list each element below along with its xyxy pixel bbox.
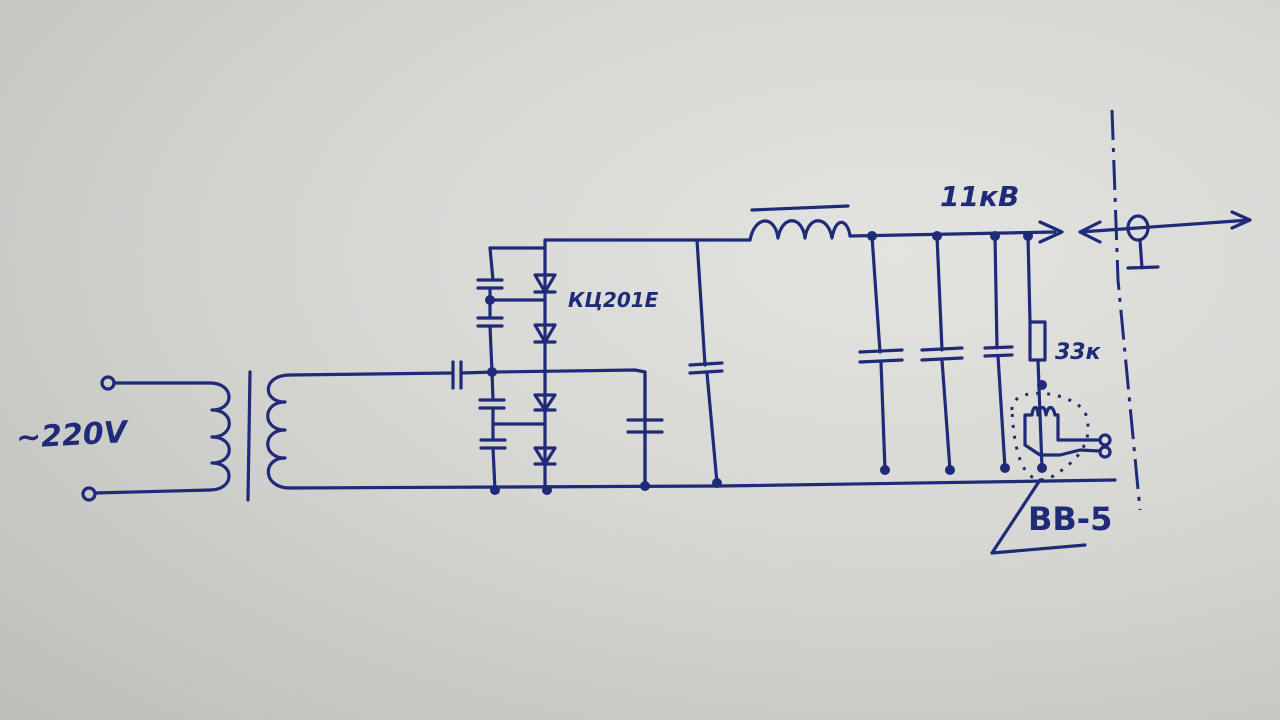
resistor-33k xyxy=(1026,234,1047,470)
junction-dots xyxy=(485,231,1047,495)
filter-stage xyxy=(543,204,1064,485)
vacuum-switch-vv5 xyxy=(990,391,1112,555)
transformer xyxy=(208,370,1117,502)
input-voltage-label: ~220V xyxy=(15,415,128,456)
resistor-label: 33к xyxy=(1055,340,1101,365)
output-capacitors xyxy=(858,234,1014,472)
output-voltage-label: 11кВ xyxy=(940,180,1020,213)
diodes xyxy=(533,273,557,466)
input-terminals xyxy=(81,375,212,502)
output-connector xyxy=(1078,109,1252,511)
switch-label: ВВ-5 xyxy=(1028,500,1113,538)
rectifier-label: КЦ201Е xyxy=(568,288,659,312)
input-capacitor xyxy=(451,360,647,488)
